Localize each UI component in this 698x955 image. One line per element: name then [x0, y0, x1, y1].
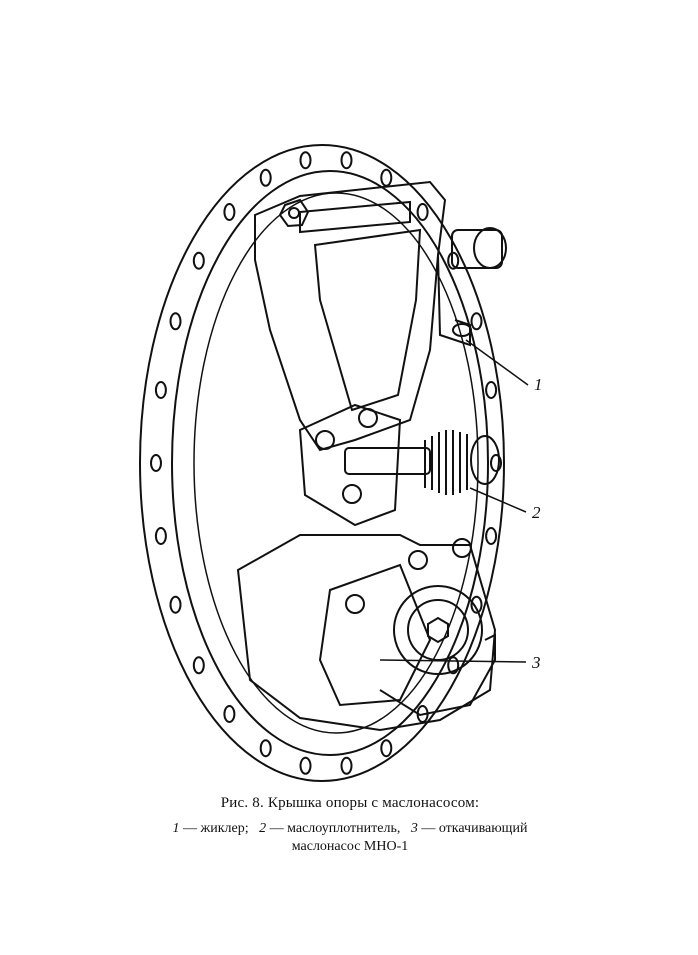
bolt-hole — [380, 739, 393, 758]
bolt-hole — [154, 527, 167, 545]
bolt-hole — [485, 381, 498, 399]
leader-line-3 — [379, 659, 527, 663]
bolt-hole — [470, 312, 483, 331]
callout-1: 1 — [534, 375, 543, 394]
pump-cover — [318, 563, 432, 707]
bolt-hole — [223, 705, 236, 723]
bolt-hole — [340, 151, 353, 170]
flange-outer — [139, 144, 505, 782]
jet-housing — [451, 229, 503, 269]
pump-gear — [393, 585, 483, 675]
mount-plate — [298, 403, 402, 527]
seal-shaft — [344, 447, 431, 475]
seal-nut — [470, 435, 500, 485]
bolt-hole — [192, 656, 205, 675]
bolt-hole — [154, 381, 167, 399]
legend-num-2: 2 — [259, 821, 267, 836]
bolt-hole — [299, 756, 312, 775]
bolt-hole — [150, 454, 162, 472]
bolt-holes — [150, 151, 502, 775]
bolt-hole — [223, 203, 236, 221]
bolt-hole — [299, 151, 312, 170]
bolt-hole — [416, 203, 429, 221]
legend-text-3: — откачивающий — [421, 821, 528, 836]
seal-spring — [424, 430, 468, 495]
figure-caption: Рис. 8. Крышка опоры с маслонасосом: 1 —… — [120, 795, 580, 856]
bolt-hole — [259, 739, 272, 758]
pump-body — [236, 534, 497, 732]
callout-3: 3 — [531, 653, 541, 672]
legend-num-3: 3 — [410, 821, 418, 836]
bolt-hole — [169, 595, 182, 614]
leader-line-2 — [469, 487, 527, 513]
figure-drawing: 1 2 3 — [139, 144, 543, 782]
legend-text-1: — жиклер; — [183, 821, 249, 836]
callout-2: 2 — [532, 503, 541, 522]
leader-line-1 — [465, 339, 529, 386]
caption-legend: 1 — жиклер; 2 — маслоуплотнитель, 3 — от… — [120, 820, 580, 838]
legend-num-1: 1 — [172, 821, 180, 836]
bolt-hole — [470, 595, 483, 614]
bolt-hole — [485, 527, 498, 545]
legend-text-2: — маслоуплотнитель, — [269, 821, 401, 836]
caption-title: Рис. 8. Крышка опоры с маслонасосом: — [220, 795, 480, 811]
bolt-hole — [259, 168, 272, 187]
bolt-hole — [447, 251, 460, 270]
bolt-hole — [192, 251, 205, 270]
bolt-hole — [447, 656, 460, 675]
bolt-hole — [169, 312, 182, 331]
gear-nut — [427, 616, 449, 644]
flange-inner — [171, 170, 489, 756]
bolt-hole — [380, 168, 393, 187]
bolt-hole — [490, 454, 502, 472]
bracket-bolt — [278, 198, 310, 228]
bracket-arm — [254, 180, 447, 452]
pump-base — [379, 633, 496, 717]
bolt-hole — [340, 756, 353, 775]
bracket-window — [313, 228, 422, 412]
caption-legend-cont: маслонасос МНО-1 — [291, 839, 409, 854]
